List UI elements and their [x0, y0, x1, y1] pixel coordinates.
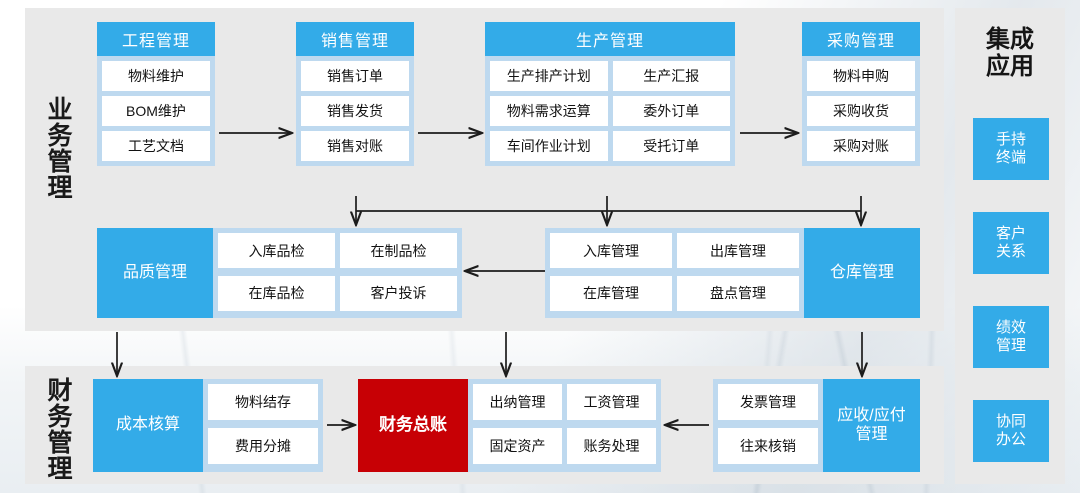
module-cost-title: 成本核算 [93, 379, 203, 472]
module-sales-title: 销售管理 [296, 22, 414, 56]
integration-section-title: 集成 应用 [955, 26, 1065, 81]
integration-title-line2: 应用 [986, 53, 1034, 81]
module-quality-items: 入库品检 在制品检 在库品检 客户投诉 [213, 228, 462, 318]
module-production-title: 生产管理 [485, 22, 735, 56]
item-receivable-1[interactable]: 往来核销 [718, 428, 818, 464]
module-ledger-title: 财务总账 [358, 379, 468, 472]
item-sales-0[interactable]: 销售订单 [301, 61, 409, 91]
module-receivable-title-line2: 管理 [855, 425, 888, 443]
integration-button-2-line2: 管理 [995, 337, 1026, 354]
module-warehouse-items: 入库管理 出库管理 在库管理 盘点管理 [545, 228, 804, 318]
module-production[interactable]: 生产管理 生产排产计划 生产汇报 物料需求运算 委外订单 车间作业计划 受托订单 [485, 22, 735, 166]
module-warehouse[interactable]: 入库管理 出库管理 在库管理 盘点管理 仓库管理 [545, 228, 920, 318]
module-sales-items: 销售订单 销售发货 销售对账 [296, 56, 414, 166]
item-purchase-0[interactable]: 物料申购 [807, 61, 915, 91]
integration-button-collaborative-office[interactable]: 协同 办公 [973, 400, 1049, 462]
item-production-4[interactable]: 车间作业计划 [490, 131, 608, 161]
integration-button-2-line1: 绩效 [995, 319, 1026, 336]
module-production-items: 生产排产计划 生产汇报 物料需求运算 委外订单 车间作业计划 受托订单 [485, 56, 735, 166]
integration-button-0-line1: 手持 [995, 131, 1026, 148]
item-ledger-3[interactable]: 账务处理 [567, 428, 656, 464]
item-engineering-2[interactable]: 工艺文档 [102, 131, 210, 161]
item-production-1[interactable]: 生产汇报 [612, 61, 730, 91]
module-receivable-items: 发票管理 往来核销 [713, 379, 823, 472]
module-purchase-title: 采购管理 [802, 22, 920, 56]
item-warehouse-0[interactable]: 入库管理 [550, 233, 672, 268]
item-sales-2[interactable]: 销售对账 [301, 131, 409, 161]
module-cost[interactable]: 成本核算 物料结存 费用分摊 [93, 379, 323, 472]
integration-button-1-line2: 关系 [995, 243, 1026, 260]
module-cost-items: 物料结存 费用分摊 [203, 379, 323, 472]
item-quality-0[interactable]: 入库品检 [218, 233, 335, 268]
item-ledger-1[interactable]: 工资管理 [567, 384, 656, 420]
item-warehouse-3[interactable]: 盘点管理 [677, 275, 799, 311]
module-quality[interactable]: 品质管理 入库品检 在制品检 在库品检 客户投诉 [97, 228, 462, 318]
item-production-5[interactable]: 受托订单 [612, 131, 730, 161]
item-cost-0[interactable]: 物料结存 [208, 384, 318, 420]
module-purchase-items: 物料申购 采购收货 采购对账 [802, 56, 920, 166]
item-engineering-1[interactable]: BOM维护 [102, 96, 210, 126]
item-quality-1[interactable]: 在制品检 [340, 233, 457, 268]
module-warehouse-title: 仓库管理 [804, 228, 920, 318]
item-receivable-0[interactable]: 发票管理 [718, 384, 818, 420]
item-ledger-2[interactable]: 固定资产 [473, 428, 562, 464]
item-warehouse-1[interactable]: 出库管理 [677, 233, 799, 268]
module-sales[interactable]: 销售管理 销售订单 销售发货 销售对账 [296, 22, 414, 166]
module-engineering[interactable]: 工程管理 物料维护 BOM维护 工艺文档 [97, 22, 215, 166]
item-production-0[interactable]: 生产排产计划 [490, 61, 608, 91]
item-ledger-0[interactable]: 出纳管理 [473, 384, 562, 420]
module-purchase[interactable]: 采购管理 物料申购 采购收货 采购对账 [802, 22, 920, 166]
module-receivable-title: 应收/应付 管理 [823, 379, 920, 472]
business-section-label: 业务管理 [44, 96, 72, 200]
item-purchase-1[interactable]: 采购收货 [807, 96, 915, 126]
module-engineering-items: 物料维护 BOM维护 工艺文档 [97, 56, 215, 166]
integration-button-performance-management[interactable]: 绩效 管理 [973, 306, 1049, 368]
item-production-2[interactable]: 物料需求运算 [490, 96, 608, 126]
item-engineering-0[interactable]: 物料维护 [102, 61, 210, 91]
item-warehouse-2[interactable]: 在库管理 [550, 275, 672, 311]
integration-button-customer-relations[interactable]: 客户 关系 [973, 212, 1049, 274]
finance-section-label: 财务管理 [44, 377, 72, 481]
item-production-3[interactable]: 委外订单 [612, 96, 730, 126]
item-cost-1[interactable]: 费用分摊 [208, 428, 318, 464]
module-ledger[interactable]: 财务总账 出纳管理 工资管理 固定资产 账务处理 [358, 379, 661, 472]
item-quality-3[interactable]: 客户投诉 [340, 275, 457, 311]
integration-button-handheld-terminal[interactable]: 手持 终端 [973, 118, 1049, 180]
module-ledger-items: 出纳管理 工资管理 固定资产 账务处理 [468, 379, 661, 472]
module-quality-title: 品质管理 [97, 228, 213, 318]
integration-button-0-line2: 终端 [995, 149, 1026, 166]
integration-button-1-line1: 客户 [995, 225, 1026, 242]
item-quality-2[interactable]: 在库品检 [218, 275, 335, 311]
module-engineering-title: 工程管理 [97, 22, 215, 56]
module-receivable[interactable]: 发票管理 往来核销 应收/应付 管理 [713, 379, 920, 472]
integration-title-line1: 集成 [986, 26, 1034, 53]
item-purchase-2[interactable]: 采购对账 [807, 131, 915, 161]
item-sales-1[interactable]: 销售发货 [301, 96, 409, 126]
module-receivable-title-line1: 应收/应付 [837, 406, 906, 424]
integration-button-3-line2: 办公 [995, 431, 1026, 448]
integration-button-3-line1: 协同 [995, 413, 1026, 430]
